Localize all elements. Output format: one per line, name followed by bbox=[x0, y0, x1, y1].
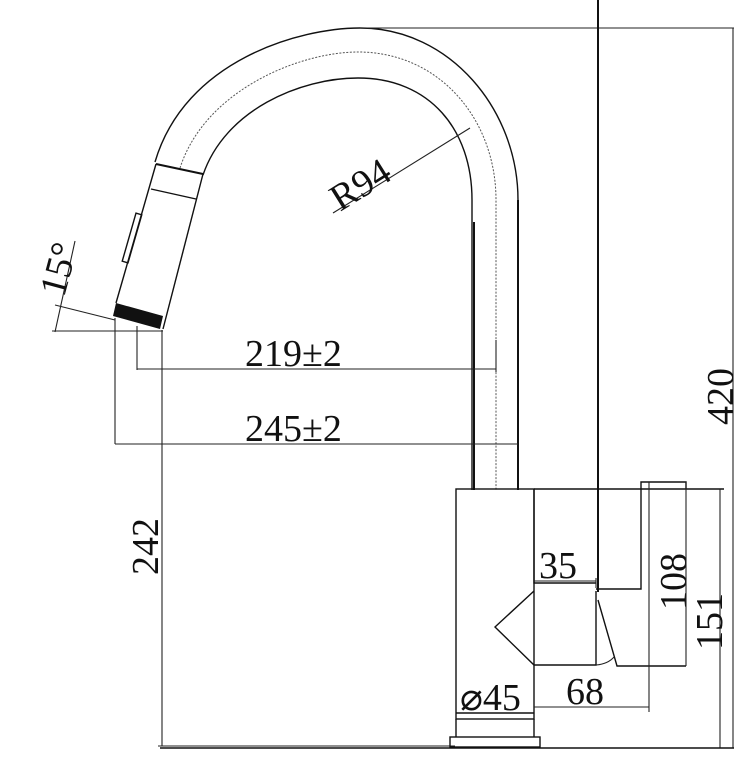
dim-108: 108 bbox=[648, 482, 695, 712]
spray-head bbox=[113, 163, 204, 330]
dim-151: 151 bbox=[685, 482, 731, 748]
spray-nozzle-thread bbox=[113, 303, 163, 329]
dim-245-label: 245±2 bbox=[245, 408, 342, 450]
dim-68-label: 68 bbox=[566, 671, 604, 713]
dim-35: 35 bbox=[534, 545, 597, 588]
dim-151-label: 151 bbox=[689, 593, 731, 650]
dim-r94-label: R94 bbox=[323, 150, 399, 219]
dim-diameter-45: ⌀45 bbox=[460, 677, 521, 719]
dim-242-label: 242 bbox=[125, 518, 167, 575]
dim-45-label: ⌀45 bbox=[460, 677, 521, 719]
dim-219-label: 219±2 bbox=[245, 333, 342, 375]
spray-button bbox=[121, 212, 143, 264]
dim-420: 420 bbox=[360, 27, 742, 748]
dim-35-label: 35 bbox=[539, 545, 577, 587]
dim-219: 219±2 bbox=[136, 326, 497, 375]
dim-108-label: 108 bbox=[653, 553, 695, 610]
faucet-body bbox=[449, 488, 724, 748]
dim-245: 245±2 bbox=[114, 318, 518, 450]
dim-angle-label: 15° bbox=[32, 238, 86, 300]
dim-420-label: 420 bbox=[700, 368, 742, 425]
dim-242: 242 bbox=[125, 330, 455, 747]
dim-68: 68 bbox=[534, 671, 649, 713]
dim-r94: R94 bbox=[323, 127, 471, 220]
